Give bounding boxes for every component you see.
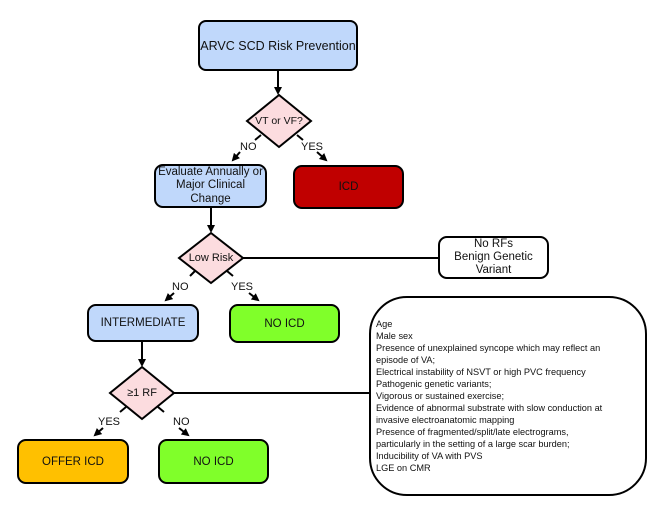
edge-vt-yes (296, 134, 304, 141)
edge-vt-yes-arrow (316, 151, 328, 162)
edge-rf-yes (119, 406, 127, 413)
start-node-label: ARVC SCD Risk Prevention (200, 38, 356, 53)
intermediate-node: INTERMEDIATE (87, 304, 199, 342)
risk-factor-item: Age (376, 319, 393, 329)
decision-low-risk-shape (177, 231, 245, 285)
decision-low-risk-label: Low Risk (188, 252, 234, 264)
decision-rf-label: ≥1 RF (127, 387, 157, 399)
risk-factors-box (369, 296, 647, 496)
risk-factor-item: Evidence of abnormal substrate with slow… (376, 403, 603, 413)
no-icd-rf-label: NO ICD (193, 455, 234, 468)
edge-label-low-no: NO (172, 281, 189, 293)
edge-rf-yes-arrow (93, 427, 104, 437)
no-rfs-line2: Benign Genetic (454, 251, 533, 263)
edge-label-low-yes: YES (231, 281, 254, 293)
risk-factor-item: episode of VA; (376, 355, 436, 365)
risk-factor-item: LGE on CMR (376, 463, 431, 473)
no-icd-low-risk-label: NO ICD (264, 317, 305, 330)
offer-icd-label: OFFER ICD (42, 455, 104, 468)
edge-low-no (189, 270, 196, 277)
decision-rf-shape (108, 365, 176, 421)
no-rfs-line1: No RFs (474, 238, 513, 250)
evaluate-node: Evaluate Annually or Major Clinical Chan… (154, 164, 267, 208)
risk-factor-item: Pathogenic genetic variants; (376, 379, 492, 389)
evaluate-node-label: Evaluate Annually or Major Clinical Chan… (158, 165, 263, 205)
risk-factors-list: Age Male sex Presence of unexplained syn… (376, 318, 602, 474)
no-icd-low-risk-node: NO ICD (229, 304, 340, 343)
decision-vt-vf-label: VT or VF? (255, 115, 303, 127)
risk-factor-item: Presence of fragmented/split/late electr… (376, 427, 569, 437)
risk-factor-item: Vigorous or sustained exercise; (376, 391, 505, 401)
edge-label-rf-no: NO (173, 416, 190, 428)
edge-rf-no (157, 406, 165, 413)
risk-factor-item: particularly in the setting of a large s… (376, 439, 570, 449)
edge-low-no-arrow (164, 292, 175, 302)
decision-vt-vf-shape (245, 93, 313, 149)
risk-factor-item: Electrical instability of NSVT or high P… (376, 367, 586, 377)
edge-rf-no-arrow (178, 427, 190, 437)
edge-low-yes-arrow (248, 292, 260, 302)
edge-vt-no (254, 134, 262, 141)
risk-factor-item: Male sex (376, 331, 413, 341)
risk-factor-item: invasive electroanatomic mapping (376, 415, 515, 425)
risk-factor-item: Inducibility of VA with PVS (376, 451, 483, 461)
no-rfs-line3: Variant (475, 264, 512, 276)
start-node: ARVC SCD Risk Prevention (198, 20, 358, 71)
icd-node-label: ICD (338, 181, 359, 193)
edge-label-rf-yes: YES (98, 416, 121, 428)
no-rfs-node: No RFs Benign Genetic Variant (438, 236, 549, 279)
edge-label-vt-no: NO (240, 141, 257, 153)
edge-low-yes (226, 270, 234, 277)
risk-factor-item: Presence of unexplained syncope which ma… (376, 343, 601, 353)
offer-icd-node: OFFER ICD (17, 439, 129, 484)
no-icd-rf-node: NO ICD (158, 439, 269, 484)
edge-vt-no-arrow (231, 151, 241, 162)
edge-label-vt-yes: YES (301, 141, 324, 153)
intermediate-node-label: INTERMEDIATE (100, 317, 186, 329)
icd-node: ICD (293, 165, 404, 209)
